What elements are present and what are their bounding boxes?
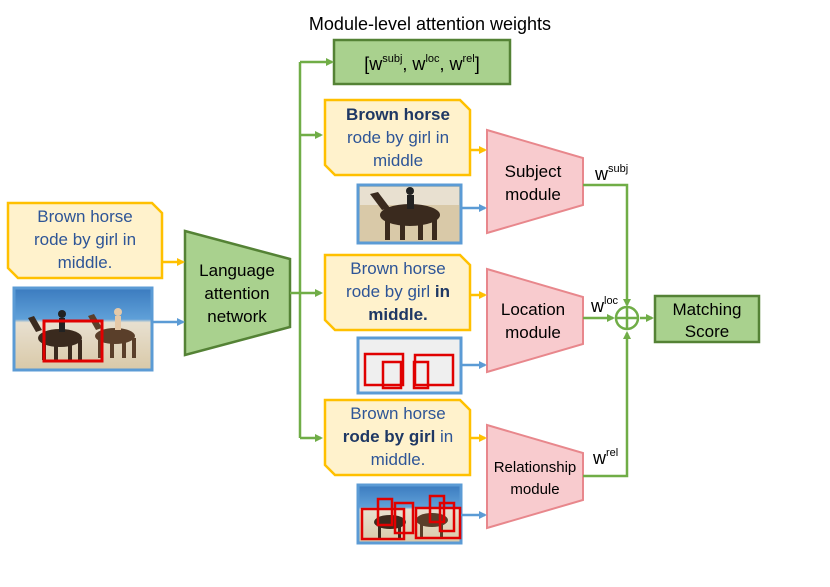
location-weight-label: wloc [590,295,619,316]
horse-silhouette-icon [28,314,136,360]
relationship-phrase-line3: middle. [371,450,426,469]
location-phrase-line1: Brown horse [350,259,445,278]
subject-phrase-card: Brown horse rode by girl in middle [323,98,472,177]
matching-score-box: Matching Score [653,294,761,344]
matching-score-line1: Matching [673,300,742,319]
subject-phrase-line3: middle [373,151,423,170]
language-network-line2: attention [204,284,269,303]
relationship-module-line2: module [510,481,559,498]
relationship-phrase-card: Brown horse rode by girl in middle. [323,398,472,477]
relationship-phrase-line1: Brown horse [350,404,445,423]
location-box-2 [381,360,403,390]
input-phrase-line3: middle. [58,253,113,272]
input-phrase-card: Brown horse rode by girl in middle. [6,201,164,280]
module-weights-box: [wsubj, wloc, wrel] [332,38,512,86]
language-network-line3: network [207,307,267,326]
location-module: Location module [486,267,584,374]
relationship-weight-label: wrel [592,447,618,468]
location-phrase-line2: rode by girl in [346,282,450,301]
location-box-4 [412,360,430,390]
input-image [12,286,154,372]
location-phrase-card: Brown horse rode by girl in middle. [323,253,472,332]
subject-phrase-line2: rode by girl in [347,128,449,147]
subject-module-line1: Subject [505,162,562,181]
subject-image [356,183,463,245]
weighted-sum-node [614,305,640,331]
location-phrase-line3: middle. [368,305,428,324]
subject-phrase-line1: Brown horse [346,105,450,124]
aggregation-lines [583,183,654,478]
subject-horse-icon [370,192,440,240]
location-module-line2: module [505,323,561,342]
matching-score-line2: Score [685,322,729,341]
input-phrase-line2: rode by girl in [34,230,136,249]
language-network-line1: Language [199,261,275,280]
subject-weight-label: wsubj [594,163,628,184]
detection-box-main [42,319,104,363]
subject-rider-icon [406,187,414,209]
language-attention-network: Language attention network [183,229,292,357]
module-weights-label: [wsubj, wloc, wrel] [364,53,480,74]
location-layout-image [356,336,463,395]
input-phrase-line1: Brown horse [37,207,132,226]
rider-silhouette-icon [58,308,122,332]
header-title: Module-level attention weights [309,14,551,34]
relationship-module-line1: Relationship [494,459,577,476]
subject-module-line2: module [505,185,561,204]
location-module-line1: Location [501,300,565,319]
relationship-boxes [360,494,462,541]
relationship-image [356,483,463,545]
relationship-module: Relationship module [486,423,584,530]
subject-module: Subject module [486,128,584,235]
network-fanout-lines [290,58,334,442]
relationship-phrase-line2: rode by girl in [343,427,454,446]
plus-icon [616,307,638,329]
